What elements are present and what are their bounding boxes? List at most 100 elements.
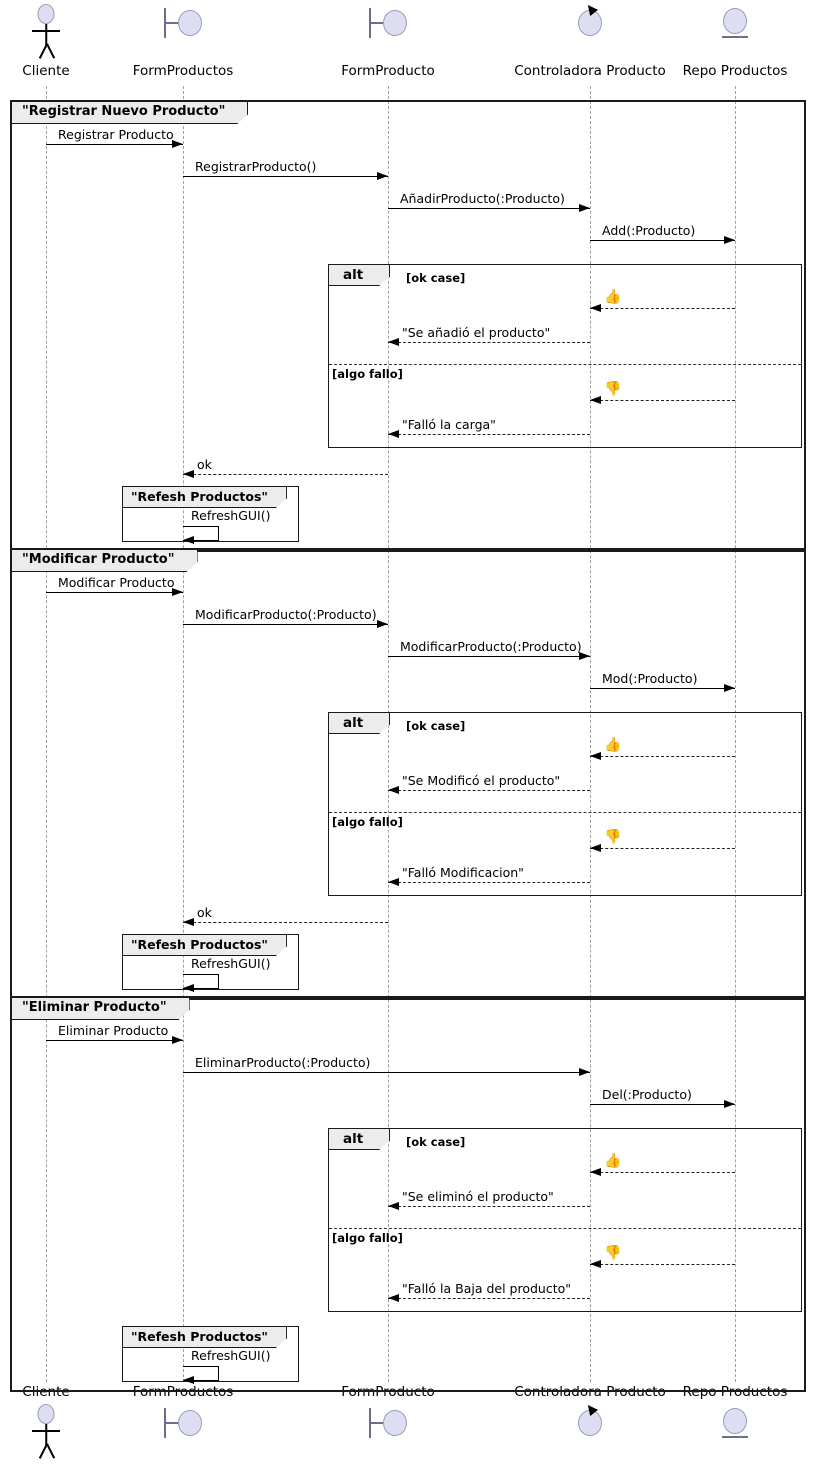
participant-icon-controladora xyxy=(560,1,620,44)
message-label: Add(:Producto) xyxy=(602,223,696,238)
alt-fragment-operator-registrar: alt xyxy=(329,265,390,286)
message-label: "Se añadió el producto" xyxy=(402,325,551,340)
message-label: ModificarProducto(:Producto) xyxy=(195,607,377,622)
participant-label-cliente-footer: Cliente xyxy=(22,1384,70,1400)
message-arrowhead-right xyxy=(579,1068,590,1077)
self-message-arrowhead xyxy=(183,984,194,993)
alt-guard-condition: [algo fallo] xyxy=(332,815,403,829)
participant-cliente-footer: Cliente xyxy=(0,1384,146,1459)
message-line xyxy=(388,1298,590,1299)
message-arrowhead-right xyxy=(579,652,590,661)
message-label: "Falló Modificacion" xyxy=(402,865,524,880)
message-line xyxy=(590,756,735,757)
message-arrowhead-left xyxy=(388,1202,399,1211)
participant-icon-cliente-footer xyxy=(16,1404,76,1459)
message-arrowhead-right xyxy=(579,204,590,213)
message-line xyxy=(590,240,735,241)
message-line xyxy=(46,144,183,145)
message-status-icon: 👎 xyxy=(604,381,622,397)
alt-guard-condition: [algo fallo] xyxy=(332,367,403,381)
message-status-icon: 👍 xyxy=(604,289,622,305)
self-message-label: RefreshGUI() xyxy=(191,508,271,523)
fragment-registrar: "Registrar Nuevo Producto" xyxy=(10,100,806,552)
message-line xyxy=(388,656,590,657)
participant-icon-cliente xyxy=(16,4,76,59)
lifeline-repo xyxy=(735,86,736,1382)
message-arrowhead-left xyxy=(590,396,601,405)
alt-guard-condition: [ok case] xyxy=(406,1135,466,1149)
boundary-connector-icon xyxy=(369,22,383,24)
participant-repo-footer: Repo Productos xyxy=(635,1385,816,1444)
actor-body-icon xyxy=(45,24,47,45)
alt-branch-divider xyxy=(329,812,801,813)
message-arrowhead-left xyxy=(388,338,399,347)
nested-fragment-label-modificar: "Refesh Productos" xyxy=(123,935,287,956)
boundary-connector-icon xyxy=(369,1422,383,1424)
message-arrowhead-right xyxy=(172,140,183,149)
boundary-circle-icon xyxy=(178,10,202,36)
nested-fragment-registrar: "Refesh Productos" xyxy=(122,486,299,542)
alt-guard-condition: [algo fallo] xyxy=(332,1231,403,1245)
message-line xyxy=(388,434,590,435)
message-arrowhead-left xyxy=(590,1260,601,1269)
message-label: EliminarProducto(:Producto) xyxy=(195,1055,371,1070)
message-arrowhead-left xyxy=(590,304,601,313)
message-arrowhead-left xyxy=(590,844,601,853)
boundary-connector-icon xyxy=(164,1422,178,1424)
message-arrowhead-right xyxy=(377,620,388,629)
participant-controladora-footer: Controladora Producto xyxy=(490,1385,690,1444)
message-arrowhead-right xyxy=(172,588,183,597)
participant-formproducto-footer: FormProducto xyxy=(288,1385,488,1444)
fragment-eliminar: "Eliminar Producto" xyxy=(10,996,806,1392)
participant-label-controladora: Controladora Producto xyxy=(514,63,666,79)
alt-fragment-modificar: alt xyxy=(328,712,802,896)
alt-branch-divider xyxy=(329,364,801,365)
self-message-arrowhead xyxy=(183,1376,194,1385)
message-line xyxy=(590,1104,735,1105)
alt-fragment-eliminar: alt xyxy=(328,1128,802,1312)
alt-guard-condition: [ok case] xyxy=(406,271,466,285)
participant-formproducto-header: FormProducto xyxy=(288,4,488,79)
control-circle-icon xyxy=(578,1410,602,1436)
participant-controladora-header: Controladora Producto xyxy=(490,1,690,79)
alt-fragment-operator-eliminar: alt xyxy=(329,1129,390,1150)
message-label: "Se Modificó el producto" xyxy=(402,773,561,788)
fragment-label-registrar: "Registrar Nuevo Producto" xyxy=(12,102,248,124)
participant-icon-controladora-footer xyxy=(560,1401,620,1444)
message-arrowhead-left xyxy=(388,878,399,887)
message-arrowhead-right xyxy=(724,1100,735,1109)
boundary-circle-icon xyxy=(178,1410,202,1436)
message-line xyxy=(388,882,590,883)
message-label: ok xyxy=(197,457,212,472)
alt-guard-condition: [ok case] xyxy=(406,719,466,733)
participant-repo-header: Repo Productos xyxy=(635,4,816,79)
self-message-loop xyxy=(183,526,219,540)
message-line xyxy=(46,1040,183,1041)
message-line xyxy=(388,208,590,209)
participant-label-formproducto: FormProducto xyxy=(341,63,435,79)
participant-formproductos-footer: FormProductos xyxy=(83,1385,283,1444)
message-arrowhead-left xyxy=(590,1168,601,1177)
self-message-loop xyxy=(183,974,219,988)
message-line xyxy=(590,688,735,689)
message-line xyxy=(388,790,590,791)
nested-fragment-modificar: "Refesh Productos" xyxy=(122,934,299,990)
participant-icon-repo xyxy=(705,4,765,44)
actor-leg-right-icon xyxy=(46,1443,55,1459)
message-line xyxy=(590,1264,735,1265)
message-arrowhead-right xyxy=(172,1036,183,1045)
message-arrowhead-left xyxy=(388,430,399,439)
self-message-arrowhead xyxy=(183,536,194,545)
message-line xyxy=(183,624,388,625)
message-line xyxy=(183,1072,590,1073)
message-arrowhead-left xyxy=(388,786,399,795)
message-arrowhead-left xyxy=(590,752,601,761)
message-status-icon: 👎 xyxy=(604,1245,622,1261)
lifeline-formproducto xyxy=(388,86,389,1382)
alt-branch-divider xyxy=(329,1228,801,1229)
actor-leg-right-icon xyxy=(46,43,55,59)
message-label: Mod(:Producto) xyxy=(602,671,698,686)
participant-cliente-header: Cliente xyxy=(0,4,146,79)
message-arrowhead-left xyxy=(183,470,194,479)
message-line xyxy=(183,176,388,177)
